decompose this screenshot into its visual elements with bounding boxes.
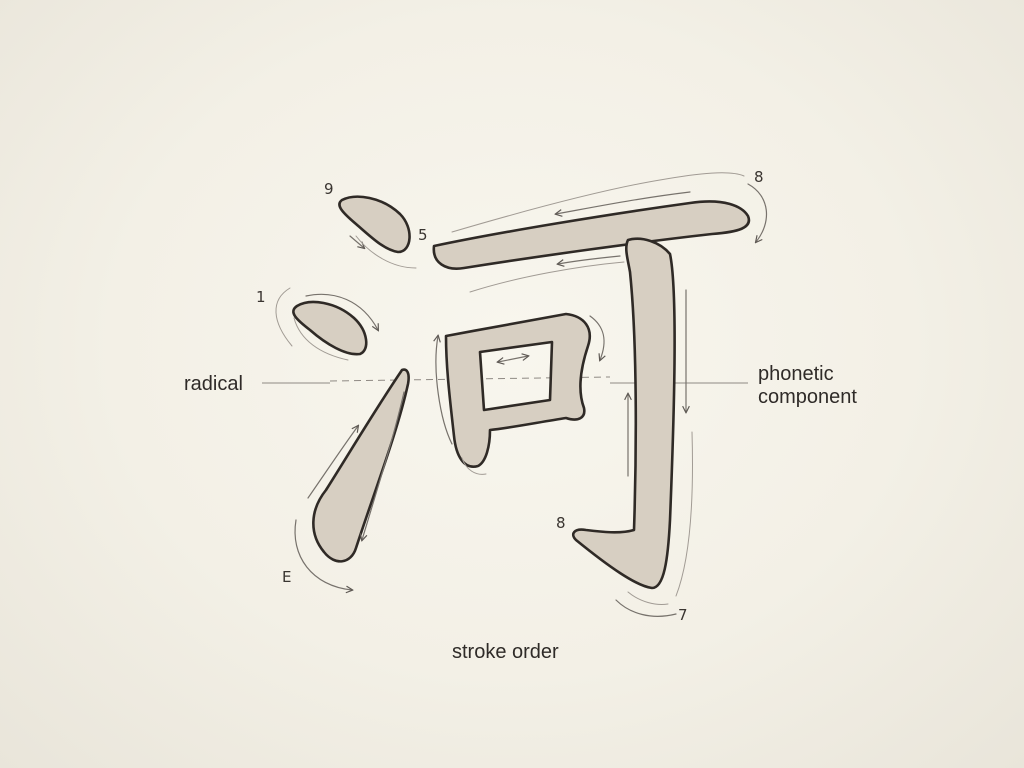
stroke-middle-dot xyxy=(292,300,368,356)
stroke-number-label: 1 xyxy=(256,288,266,306)
phonetic-component-label-line-2: component xyxy=(758,386,857,408)
stroke-vertical-hook xyxy=(572,237,676,590)
stroke-number-label: 9 xyxy=(324,180,334,198)
stroke-top-dot xyxy=(338,195,411,254)
phonetic-component-label-line-1: phonetic xyxy=(758,363,834,385)
stroke-number-label: 8 xyxy=(754,168,764,186)
stroke-order-numbers: 9 5 8 1 ꓰ 8 7 xyxy=(256,168,764,624)
stroke-direction-guides xyxy=(275,172,768,617)
radical-label: radical xyxy=(184,373,243,395)
stroke-top-horizontal xyxy=(432,200,751,270)
stroke-number-label: ꓰ xyxy=(282,568,291,586)
stroke-order-label: stroke order xyxy=(452,641,559,663)
stroke-rising xyxy=(312,368,410,563)
stroke-number-label: 8 xyxy=(556,514,566,532)
stroke-number-label: 7 xyxy=(678,606,688,624)
stroke-mouth-box xyxy=(444,312,591,468)
stroke-number-label: 5 xyxy=(418,226,428,244)
